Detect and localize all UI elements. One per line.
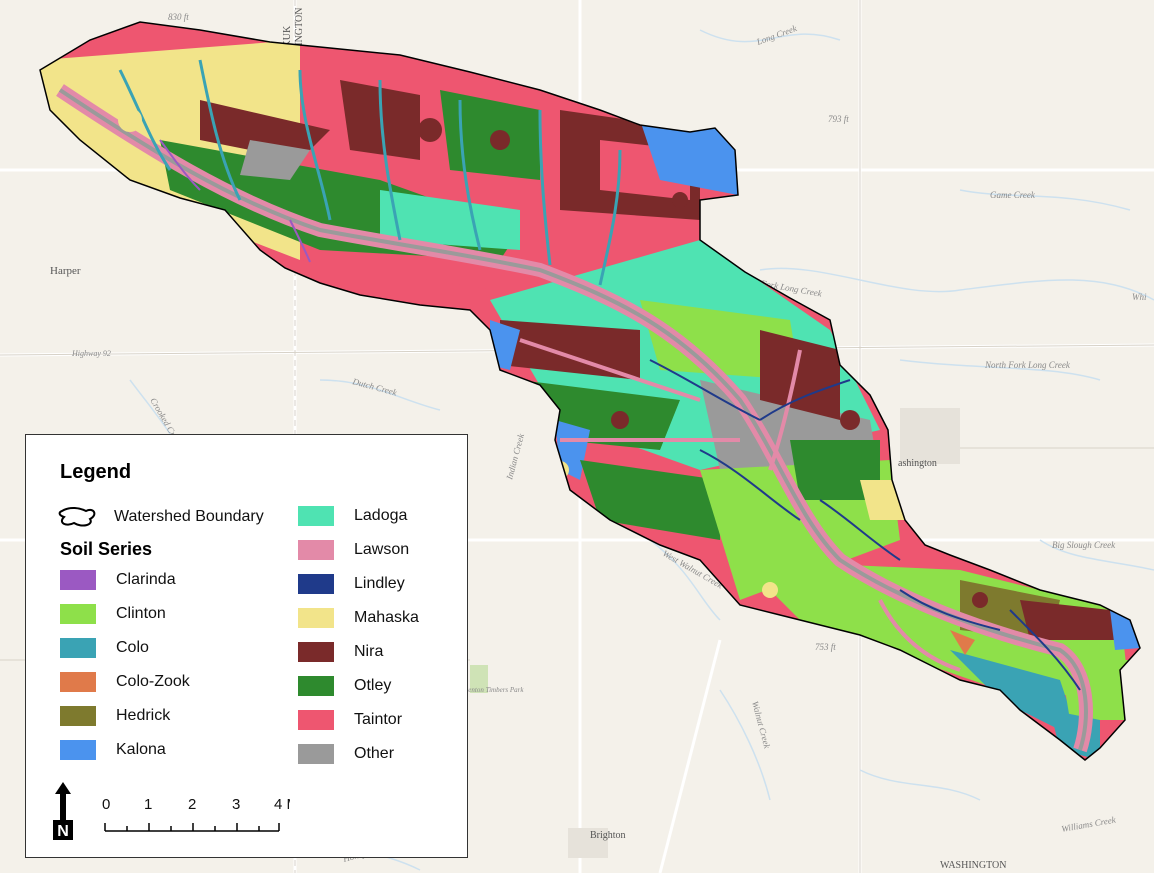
county-label: WASHINGTON (294, 8, 305, 74)
legend-item: Lawson (298, 539, 409, 561)
legend-label: Other (354, 745, 395, 762)
town-label: Brighton (590, 830, 626, 841)
washington-town (900, 408, 960, 464)
legend-swatch (298, 744, 334, 764)
legend-item: Clarinda (60, 569, 176, 591)
legend-label: Mahaska (354, 609, 419, 626)
legend-label: Taintor (354, 711, 403, 728)
legend-swatch (60, 706, 96, 726)
legend-swatch (298, 642, 334, 662)
legend-swatch (298, 608, 334, 628)
scale-ruler (104, 823, 280, 832)
legend-item: Clinton (60, 603, 166, 625)
legend-boundary-item: Watershed Boundary (56, 505, 264, 529)
legend-label: Hedrick (116, 707, 171, 724)
legend-label: Otley (354, 677, 392, 694)
legend-item: Hedrick (60, 705, 170, 727)
soil-series-title: Soil Series (60, 539, 153, 559)
stream-label: Game Creek (990, 190, 1036, 200)
legend-label: Colo-Zook (116, 673, 190, 690)
north-letter: N (57, 823, 69, 840)
legend-label: Clarinda (116, 571, 176, 588)
legend-item: Colo (60, 637, 149, 659)
legend-label: Kalona (116, 741, 166, 758)
legend: Legend Watershed Boundary Soil Series Cl… (25, 434, 468, 858)
legend-item: Other (298, 743, 394, 765)
legend-swatch (298, 574, 334, 594)
legend-swatch (298, 676, 334, 696)
legend-label: Lawson (354, 541, 410, 558)
legend-label: Lindley (354, 575, 405, 592)
park-area (470, 665, 488, 693)
stream-label: Whi (1132, 292, 1147, 302)
legend-swatch (60, 740, 96, 760)
legend-item: Lindley (298, 573, 405, 595)
legend-label: Nira (354, 643, 384, 660)
scale-tick-label: 1 (144, 796, 152, 813)
elevation-label: 830 ft (168, 12, 189, 22)
legend-swatch (298, 710, 334, 730)
stream-label: North Fork Long Creek (984, 360, 1071, 370)
legend-swatch (298, 540, 334, 560)
legend-item: Colo-Zook (60, 671, 190, 693)
watershed-boundary (39, 21, 1141, 761)
legend-item: Kalona (60, 739, 166, 761)
legend-item: Taintor (298, 709, 402, 731)
north-arrow-icon: N (53, 782, 73, 840)
legend-label: Colo (116, 639, 149, 656)
legend-swatch (298, 506, 334, 526)
legend-item: Mahaska (298, 607, 419, 629)
legend-label: Clinton (116, 605, 166, 622)
park-label: Benton Timbers Park (464, 686, 524, 694)
scale-tick-label: 0 (102, 796, 110, 813)
scale-tick-label: 3 (232, 796, 240, 813)
legend-swatch (60, 570, 96, 590)
legend-swatch (60, 672, 96, 692)
legend-item: Otley (298, 675, 391, 697)
watershed-boundary-icon (58, 507, 96, 527)
scale-bar: 0 1 2 3 4 Miles (102, 796, 290, 832)
legend-item: Ladoga (298, 505, 407, 527)
elevation-label: 753 ft (815, 642, 836, 652)
legend-swatch (60, 638, 96, 658)
stream-label: Big Slough Creek (1052, 540, 1116, 550)
county-label: WASHINGTON (940, 860, 1006, 871)
town-label: Harper (50, 265, 81, 277)
scale-tick-label: 2 (188, 796, 196, 813)
legend-boundary-label: Watershed Boundary (114, 508, 264, 525)
road-label: Highway 92 (71, 349, 111, 358)
scale-tick-label: 4 Miles (274, 796, 290, 813)
legend-label: Ladoga (354, 507, 408, 524)
legend-swatch (60, 604, 96, 624)
elevation-label: 793 ft (828, 114, 849, 124)
brighton-town (568, 828, 608, 858)
legend-item: Nira (298, 641, 383, 663)
legend-title: Legend (60, 461, 132, 483)
town-label: ashington (898, 458, 937, 469)
